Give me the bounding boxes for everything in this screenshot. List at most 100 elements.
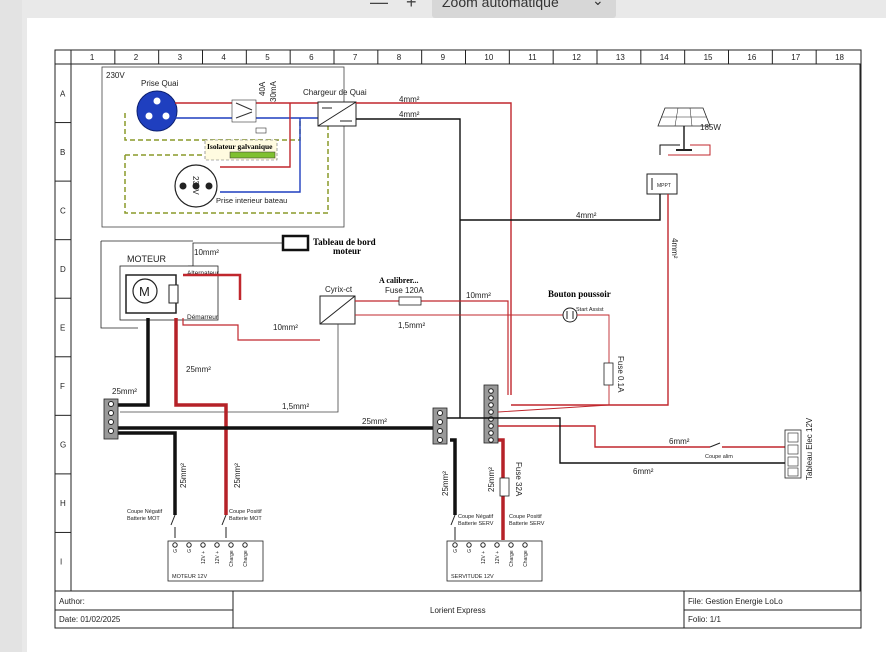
file-label: File: Gestion Energie LoLo	[688, 597, 783, 606]
column-number: 15	[704, 53, 713, 62]
electrical-panel-12v	[784, 429, 802, 479]
wire-10mm-a: 10mm²	[194, 248, 219, 257]
column-number: 12	[572, 53, 581, 62]
motor-icon	[132, 278, 158, 304]
column-number: 9	[441, 53, 446, 62]
solar-panel-icon	[657, 107, 711, 151]
left-gutter	[0, 0, 22, 652]
dashboard-label-1: Tableau de bord	[313, 237, 376, 247]
terminal-label: Charge	[243, 550, 249, 567]
wire-1-5mm-b: 1,5mm²	[282, 402, 309, 411]
shore-socket-label: Prise Quai	[141, 79, 179, 88]
outlet-voltage: 230V	[191, 176, 200, 195]
start-assist-label: Start Assist	[576, 307, 604, 313]
wire-6mm-b: 6mm²	[633, 467, 654, 476]
fuse-01a-icon	[603, 362, 614, 386]
terminal-label: Charge	[229, 550, 235, 567]
push-button-icon	[562, 307, 578, 323]
isolator-label: Isolateur galvanique	[207, 142, 273, 151]
motor-label: MOTEUR	[127, 254, 166, 264]
battery-terminal	[452, 542, 458, 548]
terminal-label: Charge	[509, 550, 515, 567]
zoom-select[interactable]: Zoom automatique ⌄	[432, 0, 616, 18]
panel-label: Tableau Elec 12V	[805, 417, 814, 480]
column-number: 17	[791, 53, 800, 62]
wire-4mm-v: 4mm²	[670, 238, 679, 259]
row-letter: I	[60, 558, 62, 567]
wire-4mm-a: 4mm²	[399, 95, 420, 104]
fuse-01a-label: Fuse 0.1A	[616, 356, 625, 393]
mot-neg-label-2: Batterie MOT	[127, 516, 160, 522]
terminal-label: Charge	[523, 550, 529, 567]
wire-6mm-a: 6mm²	[669, 437, 690, 446]
serv-pos-label-2: Batterie SERV	[509, 521, 545, 527]
dashboard-label-2: moteur	[333, 246, 361, 256]
busbar-service-pos	[483, 384, 499, 444]
wire-25mm-a: 25mm²	[112, 387, 137, 396]
fuse-120a-icon	[398, 296, 422, 306]
wire-10mm-c: 10mm²	[466, 291, 491, 300]
minus-icon[interactable]: —	[370, 0, 388, 12]
chevron-down-icon: ⌄	[592, 0, 604, 8]
terminal-label: G	[173, 549, 179, 553]
mppt-label: MPPT	[657, 183, 671, 189]
mppt-controller	[646, 173, 678, 195]
busbar-engine-neg	[103, 398, 119, 440]
battery-terminal	[480, 542, 486, 548]
terminal-label: G	[187, 549, 193, 553]
serv-battery-name: SERVITUDE 12V	[451, 574, 494, 580]
rcd-30ma-label: 30mA	[269, 80, 278, 102]
mot-battery-name: MOTEUR 12V	[172, 574, 207, 580]
solar-power: 185W	[700, 123, 721, 132]
fuse-32a-icon	[499, 477, 510, 497]
battery-terminal	[508, 542, 514, 548]
mot-pos-label-1: Coupe Positif	[229, 509, 262, 515]
serv-neg-label-2: Batterie SERV	[458, 521, 494, 527]
battery-terminal	[522, 542, 528, 548]
starter-label: Démarreur	[187, 314, 219, 321]
column-number: 13	[616, 53, 625, 62]
breaker-switch-icon	[231, 99, 257, 123]
author-label: Author:	[59, 597, 85, 606]
fuse-32a-label: Fuse 32A	[514, 462, 523, 497]
row-letter: G	[60, 441, 66, 450]
row-letter: C	[60, 206, 66, 215]
battery-engine	[167, 540, 264, 582]
column-number: 11	[528, 53, 537, 62]
terminal-label: G	[453, 549, 459, 553]
row-letter: A	[60, 89, 66, 98]
column-number: 8	[397, 53, 402, 62]
battery-terminal	[228, 542, 234, 548]
column-number: 2	[134, 53, 139, 62]
wire-25mm-f: 25mm²	[441, 471, 450, 496]
column-number: 10	[484, 53, 493, 62]
wire-25mm-c: 25mm²	[362, 417, 387, 426]
coupe-alim-label: Coupe alim	[705, 454, 733, 460]
row-letter: H	[60, 499, 66, 508]
wire-4mm-c: 4mm²	[576, 211, 597, 220]
terminal-label: 12V +	[201, 551, 207, 564]
terminal-label: 12V +	[495, 551, 501, 564]
mot-neg-label-1: Coupe Négatif	[127, 509, 163, 515]
calibrate-label: A calibrer...	[379, 276, 419, 285]
terminal-label: 12V +	[481, 551, 487, 564]
folio-label: Folio: 1/1	[688, 615, 721, 624]
wire-25mm-e: 25mm²	[233, 463, 242, 488]
battery-terminal	[242, 542, 248, 548]
column-number: 6	[309, 53, 314, 62]
row-letter: B	[60, 148, 65, 157]
plus-icon[interactable]: +	[406, 0, 417, 12]
cyrix-label: Cyrix-ct	[325, 285, 353, 294]
wire-25mm-g: 25mm²	[487, 467, 496, 492]
column-number: 5	[265, 53, 270, 62]
battery-terminal	[186, 542, 192, 548]
column-number: 7	[353, 53, 358, 62]
column-number: 14	[660, 53, 669, 62]
row-letter: E	[60, 324, 65, 333]
battery-terminal	[172, 542, 178, 548]
mot-pos-label-2: Batterie MOT	[229, 516, 262, 522]
wire-25mm-b: 25mm²	[186, 365, 211, 374]
